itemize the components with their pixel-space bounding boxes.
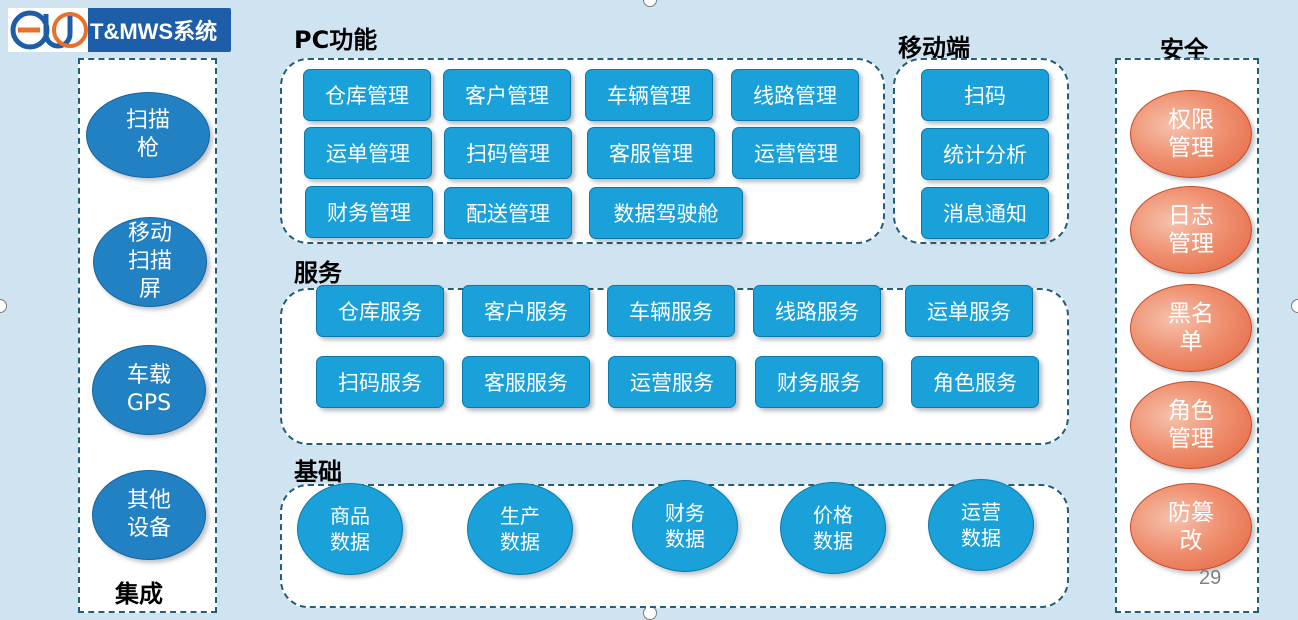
pc-button-6-label: 扫码管理 bbox=[466, 142, 550, 166]
logo: T&MWS系统 bbox=[8, 8, 231, 52]
pc-button-8[interactable]: 运营管理 bbox=[732, 127, 860, 179]
service-button-10-label: 角色服务 bbox=[933, 371, 1017, 395]
service-button-4[interactable]: 线路服务 bbox=[753, 285, 881, 337]
mobile-button-1[interactable]: 扫码 bbox=[921, 69, 1049, 121]
pc-button-9-label: 财务管理 bbox=[327, 201, 411, 225]
security-item-3-label: 黑名 单 bbox=[1168, 301, 1214, 355]
mobile-button-3[interactable]: 消息通知 bbox=[921, 187, 1049, 239]
base-heading: 基础 bbox=[294, 458, 342, 486]
security-item-5-label: 防篡 改 bbox=[1168, 500, 1214, 554]
service-button-6[interactable]: 扫码服务 bbox=[316, 356, 444, 408]
mobile-button-2[interactable]: 统计分析 bbox=[921, 128, 1049, 180]
integration-item-1-label: 扫描 枪 bbox=[125, 108, 170, 161]
mobile-heading: 移动端 bbox=[898, 34, 970, 62]
logo-title: T&MWS系统 bbox=[90, 19, 218, 44]
integration-item-3-label: 车载 GPS bbox=[126, 363, 172, 416]
pc-button-6[interactable]: 扫码管理 bbox=[444, 127, 572, 179]
service-button-8[interactable]: 运营服务 bbox=[608, 356, 736, 408]
security-item-2[interactable]: 日志 管理 bbox=[1130, 186, 1252, 274]
pc-button-10[interactable]: 配送管理 bbox=[444, 187, 572, 239]
service-button-3[interactable]: 车辆服务 bbox=[607, 285, 735, 337]
security-item-1[interactable]: 权限 管理 bbox=[1130, 90, 1252, 178]
security-item-4-label: 角色 管理 bbox=[1168, 398, 1214, 452]
pc-button-3[interactable]: 车辆管理 bbox=[585, 69, 713, 121]
service-button-3-label: 车辆服务 bbox=[629, 300, 713, 324]
logo-mark-icon bbox=[8, 8, 88, 52]
base-data-item-5-label: 运营 数据 bbox=[961, 500, 1001, 550]
service-button-1[interactable]: 仓库服务 bbox=[316, 285, 444, 337]
pc-button-11-label: 数据驾驶舱 bbox=[613, 202, 719, 226]
mobile-button-2-label: 统计分析 bbox=[943, 143, 1027, 167]
service-button-1-label: 仓库服务 bbox=[338, 300, 422, 324]
pc-button-7[interactable]: 客服管理 bbox=[587, 127, 715, 179]
pc-button-4[interactable]: 线路管理 bbox=[731, 69, 859, 121]
service-button-10[interactable]: 角色服务 bbox=[911, 356, 1039, 408]
service-button-7[interactable]: 客服服务 bbox=[462, 356, 590, 408]
service-button-2-label: 客户服务 bbox=[484, 300, 568, 324]
security-item-5[interactable]: 防篡 改 bbox=[1130, 483, 1252, 571]
pc-button-1-label: 仓库管理 bbox=[325, 84, 409, 108]
base-data-item-1[interactable]: 商品 数据 bbox=[297, 483, 403, 575]
security-item-4[interactable]: 角色 管理 bbox=[1130, 381, 1252, 469]
integration-item-3[interactable]: 车载 GPS bbox=[92, 345, 206, 435]
base-data-item-4-label: 价格 数据 bbox=[813, 503, 853, 553]
base-data-item-2-label: 生产 数据 bbox=[500, 504, 540, 554]
pc-button-8-label: 运营管理 bbox=[754, 142, 838, 166]
service-button-5-label: 运单服务 bbox=[927, 300, 1011, 324]
security-item-3[interactable]: 黑名 单 bbox=[1130, 284, 1252, 372]
base-data-item-1-label: 商品 数据 bbox=[330, 504, 370, 554]
service-button-5[interactable]: 运单服务 bbox=[905, 285, 1033, 337]
service-button-6-label: 扫码服务 bbox=[338, 371, 422, 395]
selection-handle-right[interactable] bbox=[1291, 299, 1298, 313]
page-number: 29 bbox=[1199, 567, 1222, 589]
integration-item-2-label: 移动 扫描 屏 bbox=[127, 221, 172, 302]
pc-button-9[interactable]: 财务管理 bbox=[305, 186, 433, 238]
services-heading: 服务 bbox=[294, 259, 342, 287]
integration-item-1[interactable]: 扫描 枪 bbox=[86, 92, 210, 178]
pc-button-3-label: 车辆管理 bbox=[607, 84, 691, 108]
pc-button-1[interactable]: 仓库管理 bbox=[303, 69, 431, 121]
security-item-1-label: 权限 管理 bbox=[1168, 107, 1214, 161]
service-button-9-label: 财务服务 bbox=[777, 371, 861, 395]
pc-button-5-label: 运单管理 bbox=[326, 142, 410, 166]
service-button-7-label: 客服服务 bbox=[484, 371, 568, 395]
integration-item-4[interactable]: 其他 设备 bbox=[92, 470, 206, 560]
integration-heading: 集成 bbox=[115, 580, 163, 608]
selection-handle-top[interactable] bbox=[643, 0, 657, 7]
service-button-4-label: 线路服务 bbox=[775, 300, 859, 324]
base-data-item-5[interactable]: 运营 数据 bbox=[928, 479, 1034, 571]
pc-heading: PC功能 bbox=[294, 26, 378, 54]
pc-button-2-label: 客户管理 bbox=[465, 84, 549, 108]
pc-button-10-label: 配送管理 bbox=[466, 202, 550, 226]
service-button-8-label: 运营服务 bbox=[630, 371, 714, 395]
base-data-item-3-label: 财务 数据 bbox=[665, 501, 705, 551]
pc-button-7-label: 客服管理 bbox=[609, 142, 693, 166]
security-item-2-label: 日志 管理 bbox=[1168, 203, 1214, 257]
pc-button-5[interactable]: 运单管理 bbox=[304, 127, 432, 179]
integration-item-4-label: 其他 设备 bbox=[126, 488, 171, 541]
pc-button-2[interactable]: 客户管理 bbox=[443, 69, 571, 121]
base-data-item-4[interactable]: 价格 数据 bbox=[780, 482, 886, 574]
selection-handle-left[interactable] bbox=[0, 299, 7, 313]
service-button-2[interactable]: 客户服务 bbox=[462, 285, 590, 337]
service-button-9[interactable]: 财务服务 bbox=[755, 356, 883, 408]
selection-handle-bottom[interactable] bbox=[643, 606, 657, 620]
pc-button-4-label: 线路管理 bbox=[753, 84, 837, 108]
pc-button-11[interactable]: 数据驾驶舱 bbox=[589, 187, 743, 239]
mobile-button-1-label: 扫码 bbox=[964, 84, 1006, 108]
base-data-item-3[interactable]: 财务 数据 bbox=[632, 480, 738, 572]
base-data-item-2[interactable]: 生产 数据 bbox=[467, 483, 573, 575]
mobile-button-3-label: 消息通知 bbox=[943, 202, 1027, 226]
integration-item-2[interactable]: 移动 扫描 屏 bbox=[93, 217, 207, 307]
